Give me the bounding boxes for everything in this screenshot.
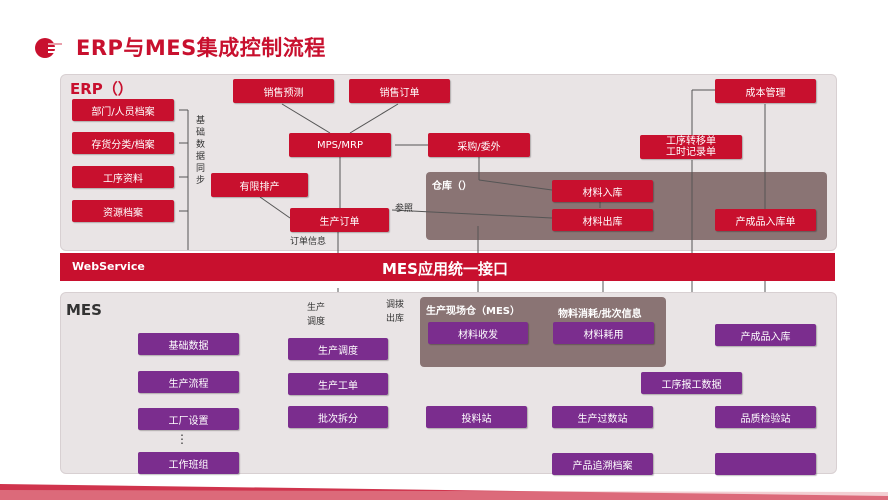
box-sales-forecast: 销售预测 <box>233 79 334 103</box>
box-purchase: 采购/委外 <box>428 133 530 157</box>
box-inventory-class: 存货分类/档案 <box>72 132 174 154</box>
box-process-data: 工序资料 <box>72 166 174 188</box>
reference-note: 参照 <box>395 204 414 214</box>
order-info-note: 订单信息 <box>290 237 327 247</box>
box-process-transfer: 工序转移单 工时记录单 <box>640 135 742 159</box>
mes-api-label: MES应用统一接口 <box>382 260 508 278</box>
box-prod-schedule: 生产调度 <box>288 338 388 360</box>
box-production-order: 生产订单 <box>290 208 389 232</box>
box-work-order: 生产工单 <box>288 373 388 395</box>
box-cost-mgmt: 成本管理 <box>715 79 816 103</box>
box-team: 工作班组 <box>138 452 239 474</box>
box-feed-station: 投料站 <box>426 406 527 428</box>
sync-note: 基础数据同步 <box>194 115 204 187</box>
box-product-in-erp: 产成品入库单 <box>715 209 816 231</box>
box-report-data: 工序报工数据 <box>641 372 742 394</box>
warehouse-label: 仓库（） <box>432 181 472 192</box>
box-trace-extra <box>715 453 816 475</box>
brand-logo-icon <box>35 38 62 58</box>
box-quality-station: 品质检验站 <box>715 406 816 428</box>
box-sales-order: 销售订单 <box>349 79 450 103</box>
site-warehouse-label: 生产现场仓（MES） <box>426 306 520 317</box>
box-mps-mrp: MPS/MRP <box>289 133 391 157</box>
erp-label: ERP（） <box>70 80 133 98</box>
box-product-in-mes: 产成品入库 <box>715 324 816 346</box>
box-batch-split: 批次拆分 <box>288 406 388 428</box>
box-material-receive: 材料收发 <box>428 322 528 344</box>
page-title: ERP与MES集成控制流程 <box>76 36 326 60</box>
mes-label: MES <box>66 301 102 319</box>
consumption-label: 物料消耗/批次信息 <box>558 309 642 320</box>
box-basic-data: 基础数据 <box>138 333 239 355</box>
box-count-station: 生产过数站 <box>552 406 653 428</box>
box-finite-schedule: 有限排产 <box>211 173 308 197</box>
box-resource-archive: 资源档案 <box>72 200 174 222</box>
interface-band <box>60 253 835 281</box>
dispatch-note: 生产 调度 <box>307 303 326 327</box>
box-factory-setting: 工厂设置 <box>138 408 239 430</box>
box-dept-personnel: 部门/人员档案 <box>72 99 174 121</box>
ellipsis-icon: ⋮ <box>176 432 188 446</box>
footer-decoration <box>0 484 888 500</box>
webservice-label: WebService <box>72 260 145 273</box>
box-trace-archive: 产品追溯档案 <box>552 453 653 475</box>
box-material-in: 材料入库 <box>552 180 653 202</box>
transfer-note: 调拨 出库 <box>386 300 405 324</box>
box-material-out: 材料出库 <box>552 209 653 231</box>
box-prod-flow: 生产流程 <box>138 371 239 393</box>
box-material-consume: 材料耗用 <box>553 322 654 344</box>
